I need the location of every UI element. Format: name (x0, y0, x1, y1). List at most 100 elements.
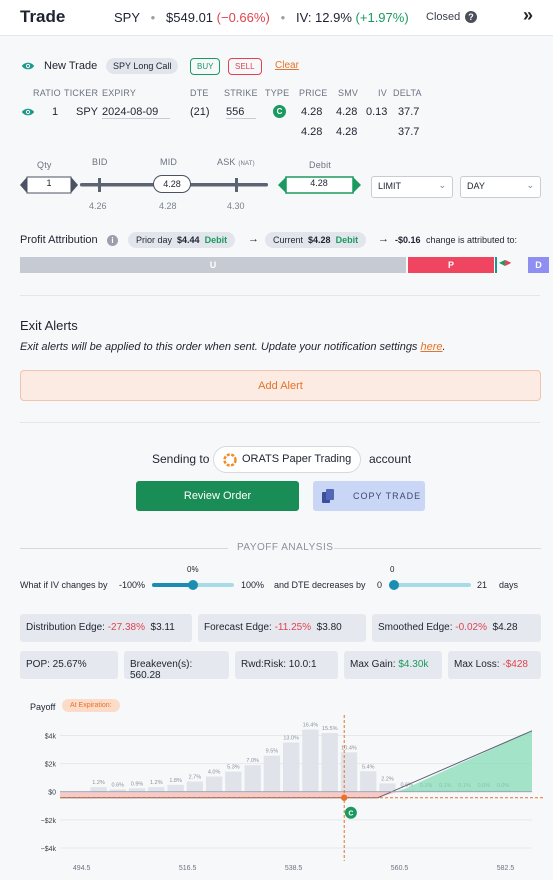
distribution-bar (263, 755, 281, 792)
smoothed-edge-stat: Smoothed Edge: -0.02% $4.28 (372, 614, 541, 642)
distribution-bar (282, 742, 300, 792)
x-tick-label: 582.5 (497, 865, 515, 872)
attribution-bar-price: P (408, 257, 494, 273)
ask-value: 4.30 (227, 201, 245, 211)
mid-label: MID (160, 157, 178, 167)
distribution-bar (109, 789, 126, 792)
col-smv: SMV (338, 88, 359, 98)
prior-day-pill: Prior day $4.44 Debit (128, 232, 236, 248)
pop-stat: POP: 25.67% (20, 651, 118, 679)
col-ticker: TICKER (64, 88, 99, 98)
eye-icon[interactable] (21, 61, 35, 71)
profit-area (398, 730, 532, 792)
sending-to-label: Sending to (152, 452, 210, 466)
iv-question: What if IV changes by (20, 580, 108, 590)
help-icon[interactable]: ? (465, 11, 477, 23)
info-icon[interactable]: i (107, 235, 118, 246)
chevron-down-icon: ⌄ (438, 180, 446, 190)
distribution-bar (225, 771, 242, 792)
leg-dte: (21) (190, 106, 210, 118)
sell-button[interactable]: SELL (228, 58, 262, 75)
price-slider[interactable] (18, 172, 368, 198)
divider (20, 548, 228, 549)
payoff-analysis-title: PAYOFF ANALYSIS (237, 542, 334, 553)
page-title: Trade (20, 7, 66, 26)
notification-settings-link[interactable]: here (420, 341, 443, 353)
review-order-button[interactable]: Review Order (136, 481, 299, 511)
expand-icon[interactable]: » (523, 5, 534, 25)
iv-value: IV: 12.9% (296, 10, 352, 25)
copy-icon (322, 489, 334, 503)
clear-link[interactable]: Clear (275, 60, 299, 71)
profit-attribution-label: Profit Attribution (20, 234, 98, 246)
leg-ticker: SPY (76, 106, 99, 118)
strike-marker-label: C (348, 811, 353, 818)
bar-label: 1.8% (169, 778, 182, 784)
y-tick-label: $0 (48, 790, 56, 797)
add-alert-button[interactable]: Add Alert (20, 370, 541, 401)
orats-logo-icon (223, 453, 237, 467)
distribution-bar (340, 752, 358, 792)
col-dte: DTE (190, 88, 209, 98)
y-tick-label: −$2k (41, 818, 57, 825)
account-suffix: account (369, 452, 412, 466)
leg-ratio[interactable]: 1 (52, 106, 59, 118)
iv-slider[interactable] (150, 578, 236, 592)
bar-label: 4.0% (208, 770, 221, 776)
bar-label: 0.6% (112, 782, 125, 788)
current-pill: Current $4.28 Debit (265, 232, 367, 248)
bid-value: 4.26 (89, 201, 107, 211)
distribution-edge-stat: Distribution Edge: -27.38% $3.11 (20, 614, 192, 642)
exit-alerts-title: Exit Alerts (20, 318, 78, 333)
x-tick-label: 516.5 (179, 865, 197, 872)
y-tick-label: $2k (45, 762, 57, 769)
dte-max: 21 (477, 580, 488, 590)
current-price-dot (341, 794, 348, 801)
buy-button[interactable]: BUY (190, 58, 221, 75)
arrow-right-icon: → (378, 233, 389, 245)
market-status: Closed (426, 11, 461, 23)
debit-input[interactable]: 4.28 (310, 178, 328, 188)
y-tick-label: $4k (45, 733, 57, 740)
distribution-bar (148, 787, 165, 792)
leg-delta: 37.7 (398, 106, 420, 118)
reward-risk-stat: Rwd:Risk: 10.0:1 (235, 651, 338, 679)
leg-iv: 0.13 (366, 106, 388, 118)
at-expiration-badge: At Expiration: (62, 699, 120, 712)
leg-strike[interactable]: 556 (226, 106, 257, 119)
copy-trade-button[interactable]: COPY TRADE (313, 481, 425, 511)
order-type-select[interactable]: LIMIT⌄ (371, 176, 453, 198)
iv-min: -100% (119, 580, 146, 590)
time-in-force-select[interactable]: DAY⌄ (460, 176, 541, 198)
distribution-bar (244, 765, 261, 792)
distribution-bar (379, 783, 396, 792)
ask-label: ASK (NAT) (217, 157, 255, 167)
distribution-bar (360, 771, 377, 792)
bar-label: 1.2% (150, 780, 163, 786)
attribution-toggle-icon[interactable]: ◀▶ (499, 258, 512, 267)
bar-label: 5.4% (362, 764, 375, 770)
dte-min: 0 (377, 580, 383, 590)
attribution-text: change is attributed to: (426, 235, 518, 245)
debit-label: Debit (309, 160, 332, 170)
leg-eye-icon[interactable] (21, 107, 35, 117)
account-selector[interactable]: ORATS Paper Trading (213, 446, 361, 473)
distribution-bar (167, 784, 184, 792)
payoff-chart[interactable]: $4k$2k$0−$2k−$4k1.2%0.6%0.9%1.2%1.8%2.7%… (20, 715, 545, 880)
x-tick-label: 538.5 (285, 865, 303, 872)
bar-label: 2.2% (381, 776, 394, 782)
qty-input[interactable]: 1 (46, 178, 52, 188)
distribution-bar (186, 781, 204, 792)
breakeven-stat: Breakeven(s): 560.28 (124, 651, 229, 681)
bar-label: 15.5% (322, 726, 338, 732)
mid-price-handle[interactable]: 4.28 (153, 175, 191, 193)
iv-slider-value: 0% (187, 565, 199, 574)
distribution-bar (302, 729, 319, 792)
divider (334, 548, 541, 549)
total-smv: 4.28 (336, 126, 358, 138)
forecast-edge-stat: Forecast Edge: -11.25% $3.80 (198, 614, 366, 642)
col-strike: STRIKE (224, 88, 258, 98)
col-ratio: RATIO (33, 88, 61, 98)
leg-expiry[interactable]: 2024-08-09 (102, 106, 171, 119)
dte-slider[interactable] (387, 578, 473, 592)
